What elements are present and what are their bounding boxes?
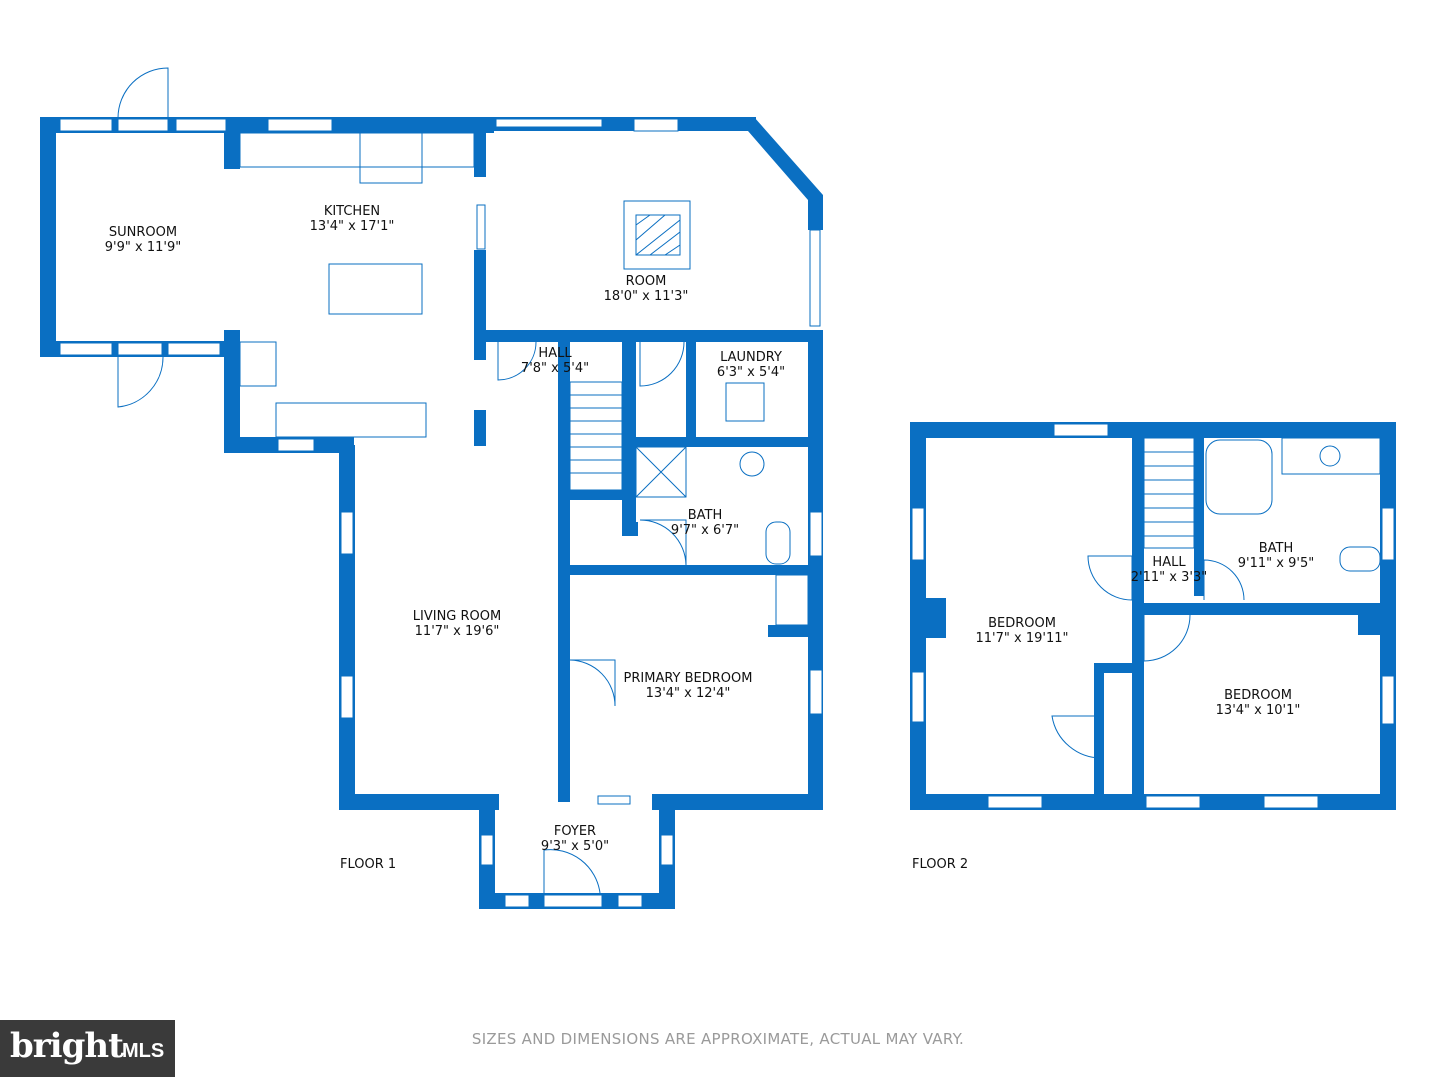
- bedroom2b-label: BEDROOM 13'4" x 10'1": [1216, 688, 1301, 718]
- room-label: ROOM 18'0" x 11'3": [604, 274, 689, 304]
- kitchen-label: KITCHEN 13'4" x 17'1": [310, 204, 395, 234]
- bedroom2b-dims: 13'4" x 10'1": [1215, 703, 1301, 718]
- primary-bedroom-dims: 13'4" x 12'4": [645, 686, 731, 701]
- kitchen-name: KITCHEN: [323, 204, 381, 219]
- floor1-walls: [40, 117, 823, 909]
- hall1-label: HALL 7'8" x 5'4": [521, 346, 589, 376]
- bath2-label: BATH 9'11" x 9'5": [1238, 541, 1314, 571]
- hall1-dims: 7'8" x 5'4": [520, 361, 590, 376]
- logo-suffix: MLS: [122, 1040, 165, 1062]
- sunroom-name: SUNROOM: [108, 225, 178, 240]
- living-room-dims: 11'7" x 19'6": [414, 624, 500, 639]
- primary-bedroom-label: PRIMARY BEDROOM 13'4" x 12'4": [624, 671, 753, 701]
- sunroom-dims: 9'9" x 11'9": [104, 240, 182, 255]
- hall2-label: HALL 2'11" x 3'3": [1131, 555, 1207, 585]
- bath2-dims: 9'11" x 9'5": [1237, 556, 1315, 571]
- bath2-name: BATH: [1258, 541, 1294, 556]
- laundry-name: LAUNDRY: [720, 350, 782, 365]
- room-name: ROOM: [625, 274, 667, 289]
- disclaimer-text: SIZES AND DIMENSIONS ARE APPROXIMATE, AC…: [471, 1030, 965, 1048]
- fixtures: [117, 67, 1381, 894]
- foyer-dims: 9'3" x 5'0": [540, 839, 610, 854]
- bath1-dims: 9'7" x 6'7": [670, 523, 740, 538]
- windows: [59, 118, 1395, 908]
- bedroom2a-label: BEDROOM 11'7" x 19'11": [976, 616, 1069, 646]
- hall1-name: HALL: [538, 346, 572, 361]
- kitchen-dims: 13'4" x 17'1": [309, 219, 395, 234]
- floor1-label: FLOOR 1: [340, 857, 397, 872]
- hall2-name: HALL: [1152, 555, 1186, 570]
- bedroom2a-name: BEDROOM: [988, 616, 1056, 631]
- bedroom2b-name: BEDROOM: [1224, 688, 1292, 703]
- hall2-dims: 2'11" x 3'3": [1130, 570, 1208, 585]
- bedroom2a-dims: 11'7" x 19'11": [975, 631, 1069, 646]
- living-room-label: LIVING ROOM 11'7" x 19'6": [413, 609, 501, 639]
- primary-bedroom-name: PRIMARY BEDROOM: [623, 671, 753, 686]
- bright-mls-logo: bright MLS: [0, 1020, 175, 1077]
- foyer-name: FOYER: [553, 824, 597, 839]
- bath1-name: BATH: [687, 508, 723, 523]
- foyer-label: FOYER 9'3" x 5'0": [541, 824, 609, 854]
- logo-wordmark: bright: [10, 1026, 124, 1066]
- bath1-label: BATH 9'7" x 6'7": [671, 508, 739, 538]
- laundry-label: LAUNDRY 6'3" x 5'4": [717, 350, 785, 380]
- sunroom-label: SUNROOM 9'9" x 11'9": [105, 225, 181, 255]
- room-dims: 18'0" x 11'3": [603, 289, 689, 304]
- living-room-name: LIVING ROOM: [412, 609, 502, 624]
- floor2-label: FLOOR 2: [912, 857, 969, 872]
- laundry-dims: 6'3" x 5'4": [716, 365, 786, 380]
